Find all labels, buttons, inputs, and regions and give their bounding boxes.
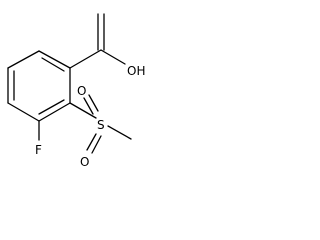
ring-bond-bottom-right — [38, 102, 71, 122]
molecule-diagram: OH S O O F — [7, 13, 145, 169]
ring-double-bond-inner-top — [41, 57, 65, 72]
ring-sulfur-bond — [69, 102, 97, 119]
fluorine-label: F — [35, 143, 42, 157]
hydroxyl-label: OH — [127, 64, 145, 78]
sulfonyl-oxygen-lower-label: O — [80, 155, 89, 169]
sulfonyl-oxygen-upper-label: O — [77, 84, 86, 98]
sulfur-oxygen-lower-double-bond-b — [91, 135, 102, 154]
ring-bond-bottom-left — [7, 102, 40, 122]
carboxyl-carbon-bond — [69, 49, 102, 69]
sulfur-methyl-bond — [107, 125, 132, 140]
ring-double-bond-inner-bottom — [38, 99, 65, 115]
sulfur-label: S — [97, 118, 105, 132]
ring-bond-top-right — [38, 50, 71, 69]
sulfur-oxygen-lower-double-bond-a — [86, 133, 97, 151]
carboxyl-oh-bond — [100, 49, 126, 65]
ring-bond-top-left — [7, 50, 40, 69]
sulfur-oxygen-upper-double-bond-a — [83, 97, 94, 115]
sulfur-oxygen-upper-double-bond-b — [88, 94, 99, 112]
